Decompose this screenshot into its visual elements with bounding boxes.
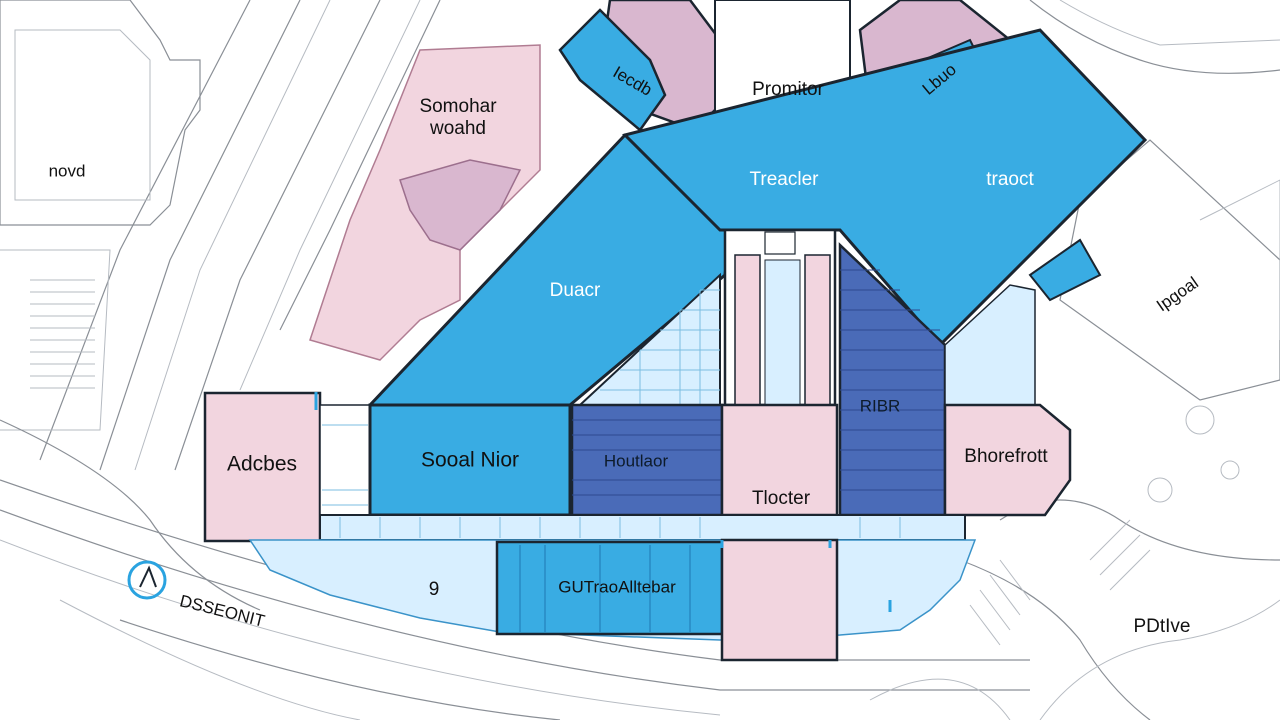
label-traoct: traoct (986, 169, 1034, 190)
label-novd: novd (49, 161, 86, 180)
label-dsseonit: DSSEONIT (178, 591, 267, 630)
label-treacler: Treacler (750, 169, 820, 190)
label-adcbes: Adcbes (227, 453, 297, 476)
building-tlocter (720, 403, 839, 517)
compass-icon (127, 560, 167, 600)
label-gutraoalltebar: GUTraoAlltebar (558, 577, 676, 596)
building-ipgoal-outline (1059, 139, 1280, 401)
courtyard-right (944, 284, 1036, 406)
label-woahd: woahd (429, 118, 486, 139)
building-gutraoalltebar (495, 540, 724, 636)
label-houtlaor: Houtlaor (604, 451, 669, 470)
label-ipgoal: Ipgoal (1153, 273, 1202, 315)
label-nine: 9 (429, 579, 440, 600)
label-bhorefrott: Bhorefrott (964, 446, 1048, 467)
label-promitor: Promitor (752, 79, 824, 100)
label-duacr: Duacr (550, 280, 601, 301)
label-somohar: Somohar (419, 96, 497, 117)
label-tlocter: Tlocter (752, 488, 811, 509)
walkway-strip (319, 514, 966, 541)
label-ribr: RIBR (860, 396, 901, 415)
building-sooal-nior (368, 403, 572, 517)
building-top-left-blue (558, 8, 667, 132)
building-adcbes (203, 391, 322, 543)
building-lower-pink (720, 538, 839, 662)
label-sooal-nior: Sooal Nior (421, 449, 519, 472)
building-novd-outline (0, 0, 201, 226)
parcel-somohar-inner (399, 159, 522, 251)
label-pdtive: PDtIve (1133, 616, 1190, 637)
building-houtlaor (570, 403, 724, 517)
building-small-blue-right (1028, 238, 1102, 302)
